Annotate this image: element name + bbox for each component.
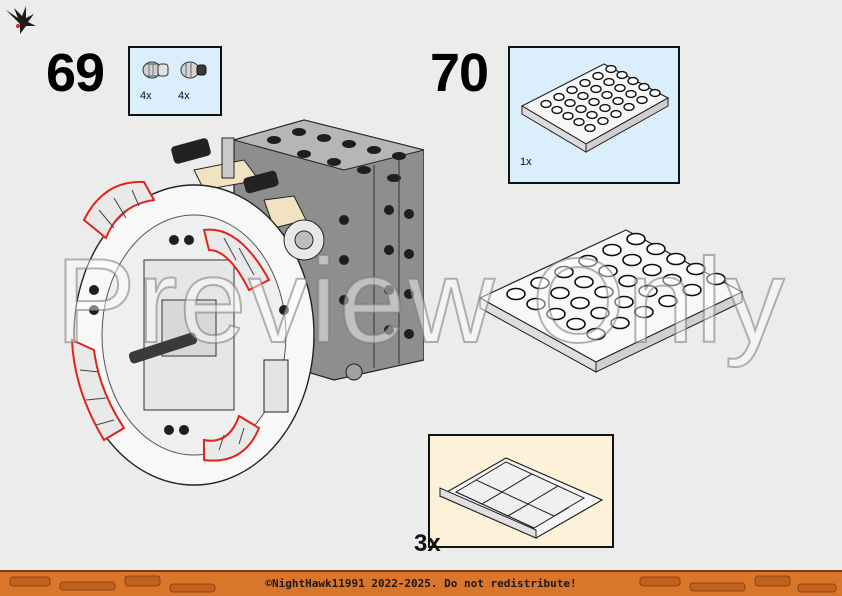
subassembly-quantity: 3x <box>414 530 441 557</box>
step-69-number: 69 <box>46 43 105 103</box>
plate-6x6-placement <box>478 229 744 373</box>
part-qty-2: 4x <box>178 90 190 102</box>
footer-bar: ©NightHawk11991 2022-2025. Do not redist… <box>0 570 842 596</box>
step-70-number: 70 <box>430 43 489 103</box>
plate-6x6-icon <box>520 63 670 153</box>
slope-tiles-illustration <box>438 457 604 539</box>
step-69-parts-list: 4x 4x <box>128 46 222 116</box>
copyright-notice: ©NightHawk11991 2022-2025. Do not redist… <box>265 577 577 590</box>
step-70-parts-list: 1x <box>508 46 680 184</box>
footer-pattern <box>9 575 837 593</box>
subassembly-callout <box>428 434 614 548</box>
model-assembly-illustration <box>70 119 424 486</box>
axle-connector-icon <box>142 61 169 79</box>
nighthawk-logo-icon <box>6 6 36 34</box>
part-qty-plate: 1x <box>520 156 532 168</box>
pin-connector-icon <box>180 61 207 79</box>
part-qty-1: 4x <box>140 90 152 102</box>
